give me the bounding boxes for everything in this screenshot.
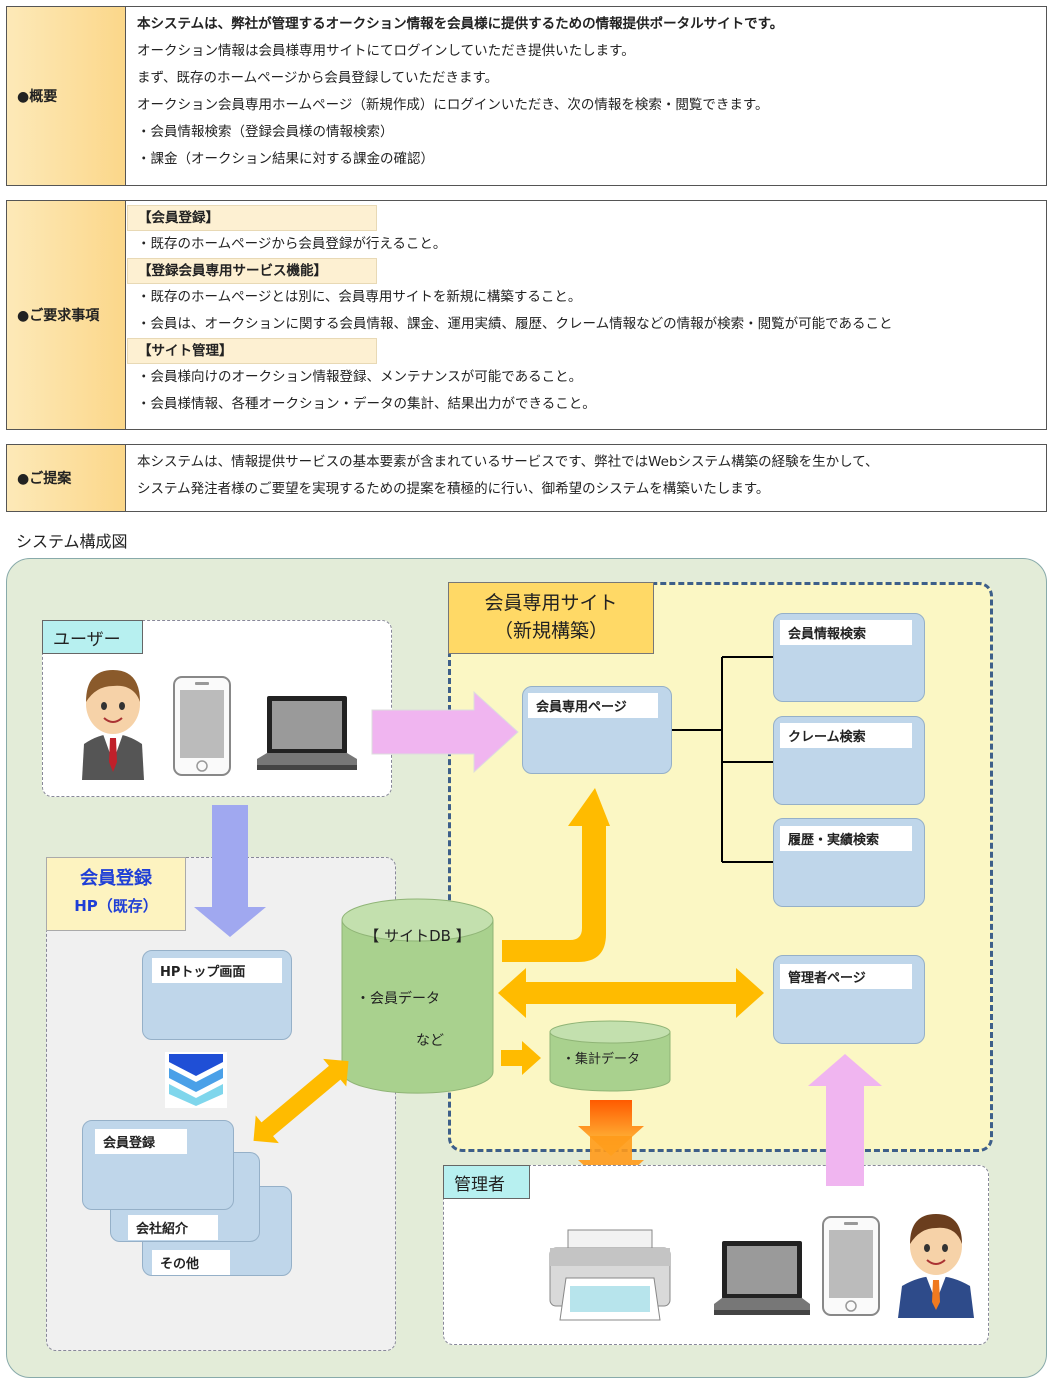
requirements-body: 【会員登録】 ・既存のホームページから会員登録が行えること。 【登録会員専用サー… (127, 201, 1046, 429)
history-search-label: 履歴・実績検索 (780, 826, 912, 851)
member-search-label: 会員情報検索 (780, 620, 912, 645)
requirement-line: ・既存のホームページとは別に、会員専用サイトを新規に構築すること。 (137, 289, 582, 305)
requirement-tag: 【登録会員専用サービス機能】 (127, 258, 377, 284)
stacked-chevron-icon (165, 1052, 227, 1108)
arrow-db-registration-bidirectional (253, 1058, 349, 1144)
overview-line: ・課金（オークション結果に対する課金の確認） (137, 151, 434, 167)
overview-line: 本システムは、弊社が管理するオークション情報を会員様に提供するための情報提供ポー… (137, 16, 784, 32)
member-site-subtitle: （新規構築） (493, 620, 608, 642)
arrow-db-to-member-page (502, 788, 610, 962)
proposal-row: ●ご提案 本システムは、情報提供サービスの基本要素が含まれているサービスです、弊… (6, 444, 1047, 512)
diagram-title: システム構成図 (16, 532, 128, 551)
arrow-db-admin-bidirectional (498, 968, 764, 1018)
db-etc: など (416, 1033, 444, 1049)
site-db-cylinder (341, 898, 494, 1094)
proposal-line: 本システムは、情報提供サービスの基本要素が含まれているサービスです、弊社ではWe… (137, 454, 879, 470)
proposal-line: システム発注者様のご要望を実現するための提案を積極的に行い、御希望のシステムを構… (137, 481, 770, 497)
member-site-title-box: 会員専用サイト （新規構築） (448, 582, 654, 654)
admin-page-label: 管理者ページ (780, 964, 912, 989)
member-page-label: 会員専用ページ (528, 693, 658, 718)
requirements-header: ●ご要求事項 (7, 201, 126, 429)
aggregate-data-cylinder (549, 1020, 671, 1092)
connector-lines (672, 656, 774, 863)
printer-icon (549, 1229, 671, 1321)
laptop-icon (257, 696, 357, 770)
requirement-tag: 【会員登録】 (127, 205, 377, 231)
admin-label: 管理者 (443, 1165, 530, 1199)
claim-search-label: クレーム検索 (780, 723, 912, 748)
registration-page-label: 会員登録 (95, 1129, 187, 1154)
admin-laptop-icon (714, 1241, 810, 1315)
overview-body: 本システムは、弊社が管理するオークション情報を会員様に提供するための情報提供ポー… (127, 7, 1046, 185)
hp-title-box: 会員登録 HP（既存） (46, 857, 186, 931)
overview-line: まず、既存のホームページから会員登録していただきます。 (137, 70, 499, 86)
hp-top-label: HPトップ画面 (152, 958, 282, 983)
overview-header: ●概要 (7, 7, 126, 185)
proposal-header: ●ご提案 (7, 445, 126, 511)
smartphone-icon (173, 676, 231, 776)
overview-line: ・会員情報検索（登録会員様の情報検索） (137, 124, 394, 140)
company-page-label: 会社紹介 (128, 1215, 218, 1240)
requirement-line: ・会員様情報、各種オークション・データの集計、結果出力ができること。 (137, 396, 596, 412)
db-item: ・会員データ (356, 991, 440, 1007)
requirement-line: ・会員様向けのオークション情報登録、メンテナンスが可能であること。 (137, 369, 583, 385)
member-site-title: 会員専用サイト (484, 592, 618, 614)
hp-subtitle: HP（既存） (74, 897, 158, 915)
db-title: 【 サイトDB 】 (364, 927, 471, 945)
user-label: ユーザー (42, 620, 143, 654)
requirement-line: ・既存のホームページから会員登録が行えること。 (137, 236, 447, 252)
arrow-user-to-member-page (371, 690, 519, 774)
arrow-user-to-hp (194, 805, 266, 937)
aggregate-data-label: ・集計データ (562, 1052, 641, 1067)
proposal-body: 本システムは、情報提供サービスの基本要素が含まれているサービスです、弊社ではWe… (127, 445, 1046, 511)
admin-smartphone-icon (822, 1216, 880, 1316)
overview-line: オークション情報は会員様専用サイトにてログインしていただき提供いたします。 (137, 43, 635, 59)
arrow-db-to-aggregate (501, 1041, 541, 1075)
overview-line: オークション会員専用ホームページ（新規作成）にログインいただき、次の情報を検索・… (137, 97, 769, 113)
arrow-admin-to-admin-page (808, 1054, 882, 1186)
hp-title: 会員登録 (80, 868, 152, 889)
overview-row: ●概要 本システムは、弊社が管理するオークション情報を会員様に提供するための情報… (6, 6, 1047, 186)
requirement-line: ・会員は、オークションに関する会員情報、課金、運用実績、履歴、クレーム情報などの… (137, 316, 893, 332)
requirements-row: ●ご要求事項 【会員登録】 ・既存のホームページから会員登録が行えること。 【登… (6, 200, 1047, 430)
user-person-icon (82, 670, 144, 780)
other-page-label: その他 (152, 1250, 230, 1275)
admin-person-icon (898, 1214, 974, 1318)
requirement-tag: 【サイト管理】 (127, 338, 377, 364)
